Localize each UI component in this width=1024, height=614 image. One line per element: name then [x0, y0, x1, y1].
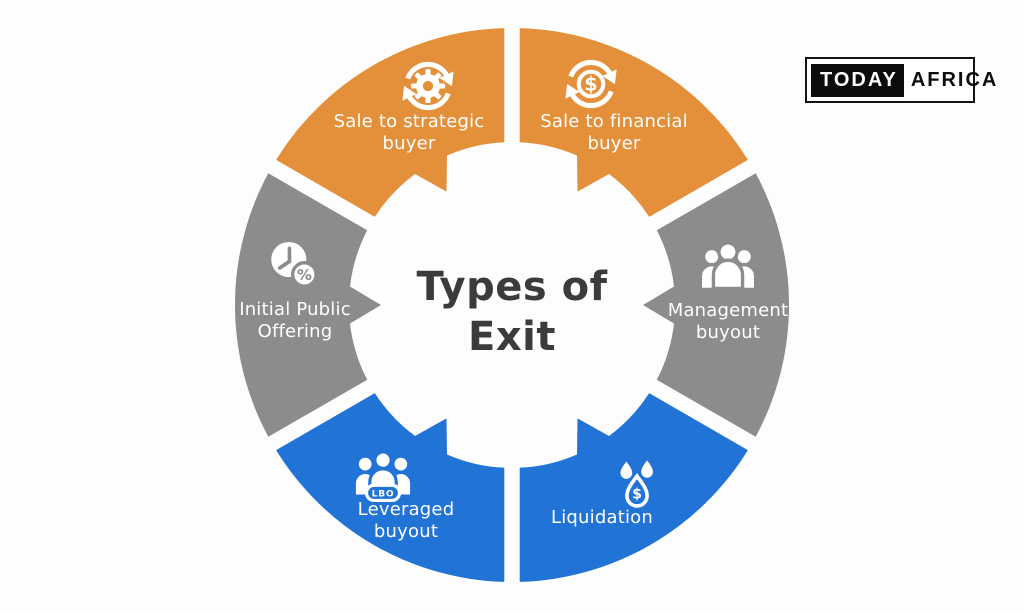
logo-today-text: TODAY — [811, 63, 904, 97]
segment-initial-public-offering — [234, 173, 381, 437]
diagram-title-line1: Types of — [416, 264, 608, 310]
segment-label-liquidation: Liquidation — [551, 507, 653, 528]
diagram-title: Types of Exit — [417, 262, 608, 362]
people-lbo-icon — [354, 450, 412, 503]
today-africa-logo: TODAY AFRICA — [805, 57, 996, 103]
diagram-title-line2: Exit — [468, 314, 556, 360]
logo-africa-text: AFRICA — [910, 69, 999, 91]
segment-sale-financial — [519, 28, 748, 217]
segments-layer — [234, 28, 790, 582]
segment-management-buyout — [643, 173, 790, 437]
